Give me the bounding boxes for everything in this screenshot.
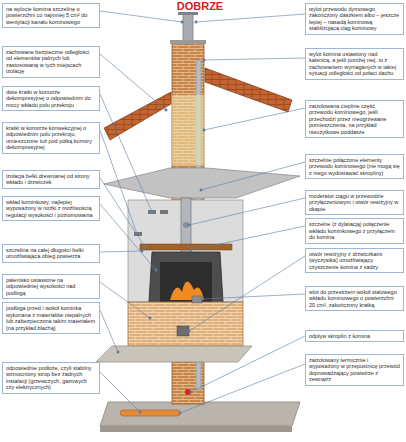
- wooden-beam: [140, 244, 232, 250]
- callout-box: wylot przewodu dymowego zakończony daszk…: [305, 3, 404, 35]
- callout-text: szczelina na całej długości belki umożli…: [6, 247, 96, 260]
- roof-right: [205, 68, 292, 112]
- callout-box: zaizolowany termicznie i wyposażony w pr…: [305, 354, 404, 386]
- callout-text: zachowane bezpieczne odległości od eleme…: [6, 49, 96, 75]
- callout-text: podłoga przed i wokół kominka wykonana z…: [6, 305, 96, 331]
- callout-text: zaizolowana cieplnie część przewodu komi…: [309, 103, 400, 135]
- grille: [134, 232, 142, 236]
- callout-text: otwór rewizyjny z drzwiczkami (wyczystka…: [309, 251, 400, 270]
- leader-lines: [179, 14, 305, 414]
- callout-text: odpływ skroplin z komina: [309, 333, 400, 339]
- floor-slab-edge: [100, 426, 292, 432]
- chimney-crown: [170, 40, 206, 44]
- air-intake-pipe: [120, 410, 180, 416]
- brick-base: [128, 302, 243, 346]
- diagram-title: DOBRZE: [160, 0, 240, 12]
- callout-box: szczelne (z dylatacją) połączenie wkładu…: [305, 218, 404, 243]
- callout-text: zaizolowany termicznie i wyposażony w pr…: [309, 357, 400, 383]
- callout-text: na wylocie komina szczelinę o powierzchn…: [6, 6, 96, 25]
- callout-text: wylot przewodu dymowego zakończony daszk…: [309, 6, 400, 32]
- chimney-insulation: [172, 95, 204, 165]
- callout-text: wlot do przestrzeni wokół stalowego wkła…: [309, 289, 400, 308]
- callout-box: dwie kratki w komorze dekompresyjnej o o…: [2, 86, 100, 111]
- callout-text: szczelne (z dylatacją) połączenie wkładu…: [309, 221, 400, 240]
- callout-text: szczelnie połączone elementy przewodu ko…: [309, 157, 400, 176]
- callout-text: kratki w komorze konwekcyjnej o odpowied…: [6, 125, 96, 151]
- floor-plate: [96, 346, 252, 362]
- callout-box: moderator ciągu w przewodzie przyłączeni…: [305, 190, 404, 215]
- callout-box: otwór rewizyjny z drzwiczkami (wyczystka…: [305, 248, 404, 273]
- roof-left: [104, 92, 171, 140]
- callout-box: palenisko ustawione na odpowiedniej wyso…: [2, 274, 100, 299]
- callout-box: zaizolowana cieplnie część przewodu komi…: [305, 100, 404, 138]
- callout-box: szczelnie połączone elementy przewodu ko…: [305, 154, 404, 179]
- callout-text: wylot komina ustawiony nad kalenicą, a j…: [309, 51, 400, 77]
- callout-box: odpowiednie podłoże, czyli stabilny wzmo…: [2, 362, 100, 394]
- floor-slab: [100, 402, 300, 426]
- inlet-grille: [192, 296, 202, 303]
- callout-box: szczelina na całej długości belki umożli…: [2, 244, 100, 263]
- callout-box: odpływ skroplin z komina: [305, 330, 404, 342]
- callout-box: podłoga przed i wokół kominka wykonana z…: [2, 302, 100, 334]
- flue-pipe: [183, 14, 193, 44]
- leader-lines: [100, 11, 183, 413]
- callout-text: izolacja belki drewnianej od strony wkła…: [6, 173, 96, 186]
- cleanout-door: [177, 326, 189, 336]
- callout-text: palenisko ustawione na odpowiedniej wyso…: [6, 277, 96, 296]
- callout-text: odpowiednie podłoże, czyli stabilny wzmo…: [6, 365, 96, 391]
- callout-box: kratki w komorze konwekcyjnej o odpowied…: [2, 122, 100, 154]
- chimney-cap: [178, 12, 198, 15]
- callout-box: zachowane bezpieczne odległości od eleme…: [2, 46, 100, 78]
- grille: [160, 210, 168, 214]
- insert-glass: [160, 262, 212, 302]
- callout-text: moderator ciągu w przewodzie przyłączeni…: [309, 193, 400, 212]
- callout-box: wylot komina ustawiony nad kalenicą, a j…: [305, 48, 404, 80]
- grille: [148, 210, 156, 214]
- callout-text: wkład kominkowy, najlepiej wyposażony w …: [6, 199, 96, 218]
- callout-box: izolacja belki drewnianej od strony wkła…: [2, 170, 100, 189]
- callout-text: dwie kratki w komorze dekompresyjnej o o…: [6, 89, 96, 108]
- callout-box: wkład kominkowy, najlepiej wyposażony w …: [2, 196, 100, 221]
- ceiling-slab: [104, 168, 300, 198]
- callout-box: na wylocie komina szczelinę o powierzchn…: [2, 3, 100, 28]
- callout-box: wlot do przestrzeni wokół stalowego wkła…: [305, 286, 404, 311]
